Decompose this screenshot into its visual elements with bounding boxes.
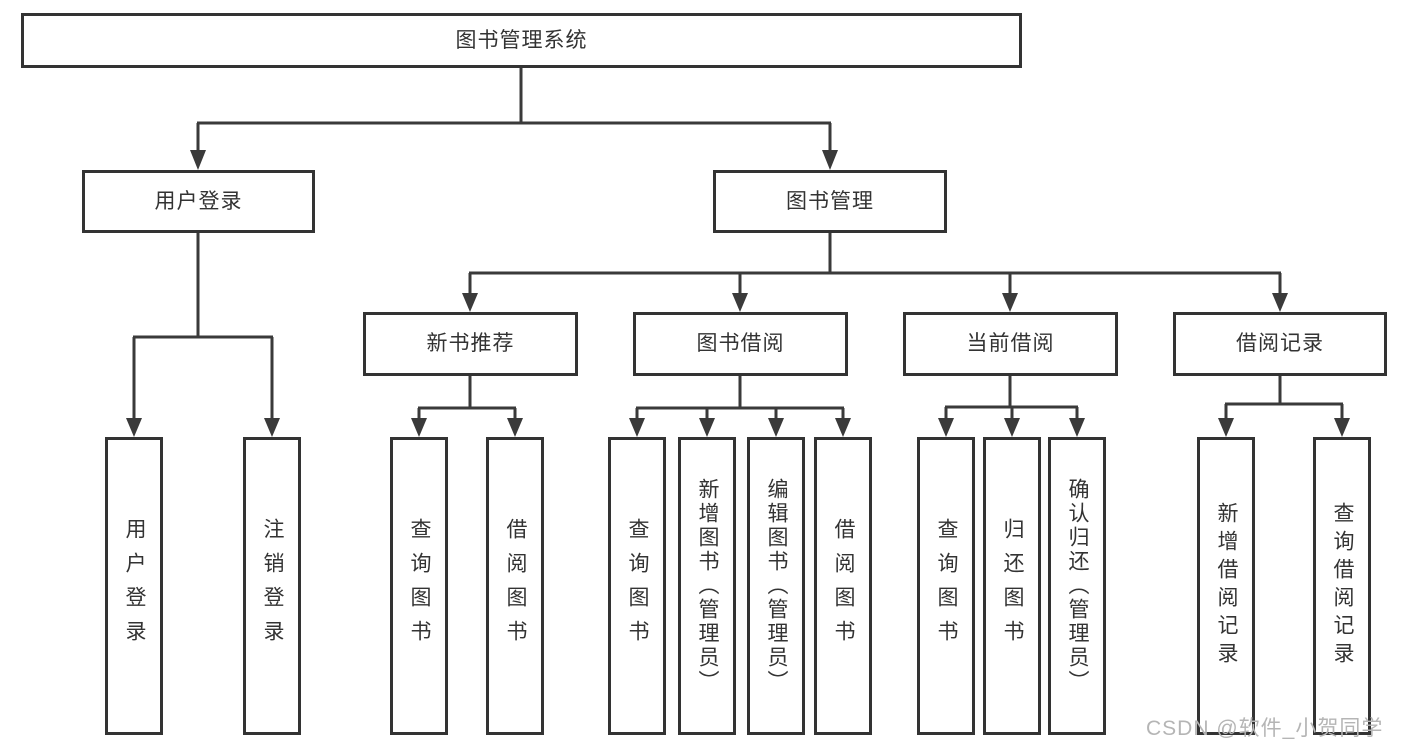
node-user-login: 用户登录 — [82, 170, 315, 233]
leaf-edit-book-admin: 编辑图书（管理员） — [747, 437, 805, 735]
node-current-borrowing: 当前借阅 — [903, 312, 1118, 376]
leaf-query-books-borrowing: 查询图书 — [608, 437, 666, 735]
node-new-book-recommendation: 新书推荐 — [363, 312, 578, 376]
node-book-borrowing: 图书借阅 — [633, 312, 848, 376]
leaf-borrow-books-recommendation: 借阅图书 — [486, 437, 544, 735]
node-book-management: 图书管理 — [713, 170, 947, 233]
csdn-watermark: CSDN @软件_小贺同学 — [1146, 717, 1384, 740]
leaf-add-book-admin: 新增图书（管理员） — [678, 437, 736, 735]
leaf-query-borrow-record: 查询借阅记录 — [1313, 437, 1371, 735]
leaf-return-book: 归还图书 — [983, 437, 1041, 735]
connector-lines — [132, 68, 1344, 420]
leaf-logout: 注销登录 — [243, 437, 301, 735]
leaf-query-books-recommendation: 查询图书 — [390, 437, 448, 735]
leaf-borrow-books-borrowing: 借阅图书 — [814, 437, 872, 735]
node-borrowing-records: 借阅记录 — [1173, 312, 1387, 376]
leaf-query-books-current: 查询图书 — [917, 437, 975, 735]
leaf-add-borrow-record: 新增借阅记录 — [1197, 437, 1255, 735]
leaf-confirm-return-admin: 确认归还（管理员） — [1048, 437, 1106, 735]
leaf-user-login: 用户登录 — [105, 437, 163, 735]
arrowheads — [126, 150, 1350, 437]
node-library-management-system: 图书管理系统 — [21, 13, 1022, 68]
